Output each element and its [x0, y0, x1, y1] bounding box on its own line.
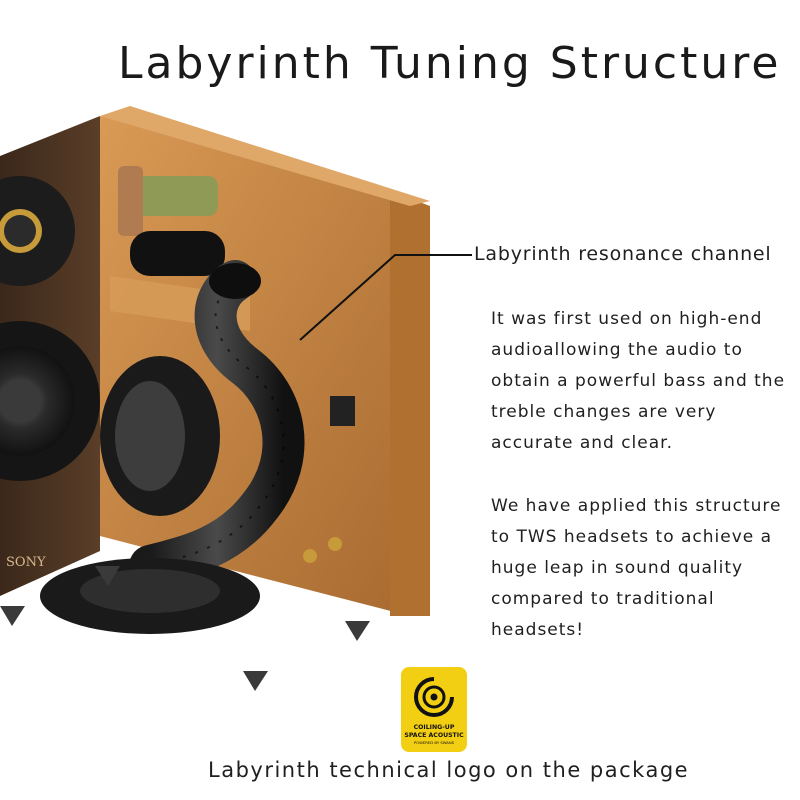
- logo-caption: Labyrinth technical logo on the package: [208, 758, 690, 782]
- logo-line-2: SPACE ACOUSTIC: [404, 732, 464, 739]
- speaker-cutaway-illustration: SONY: [0, 106, 430, 691]
- speaker-brand: SONY: [6, 555, 46, 570]
- logo-line-1: COILING-UP: [414, 724, 455, 731]
- description-paragraph-1: It was first used on high-end audioallow…: [491, 309, 786, 453]
- logo-line-3: POWERED BY SWANS: [414, 740, 455, 745]
- resonance-channel-label: Labyrinth resonance channel: [474, 243, 772, 265]
- page-title: Labyrinth Tuning Structure: [118, 38, 782, 89]
- description-paragraph-2: We have applied this structure to TWS he…: [491, 496, 782, 640]
- coiling-up-logo: COILING-UP SPACE ACOUSTIC POWERED BY SWA…: [401, 667, 467, 752]
